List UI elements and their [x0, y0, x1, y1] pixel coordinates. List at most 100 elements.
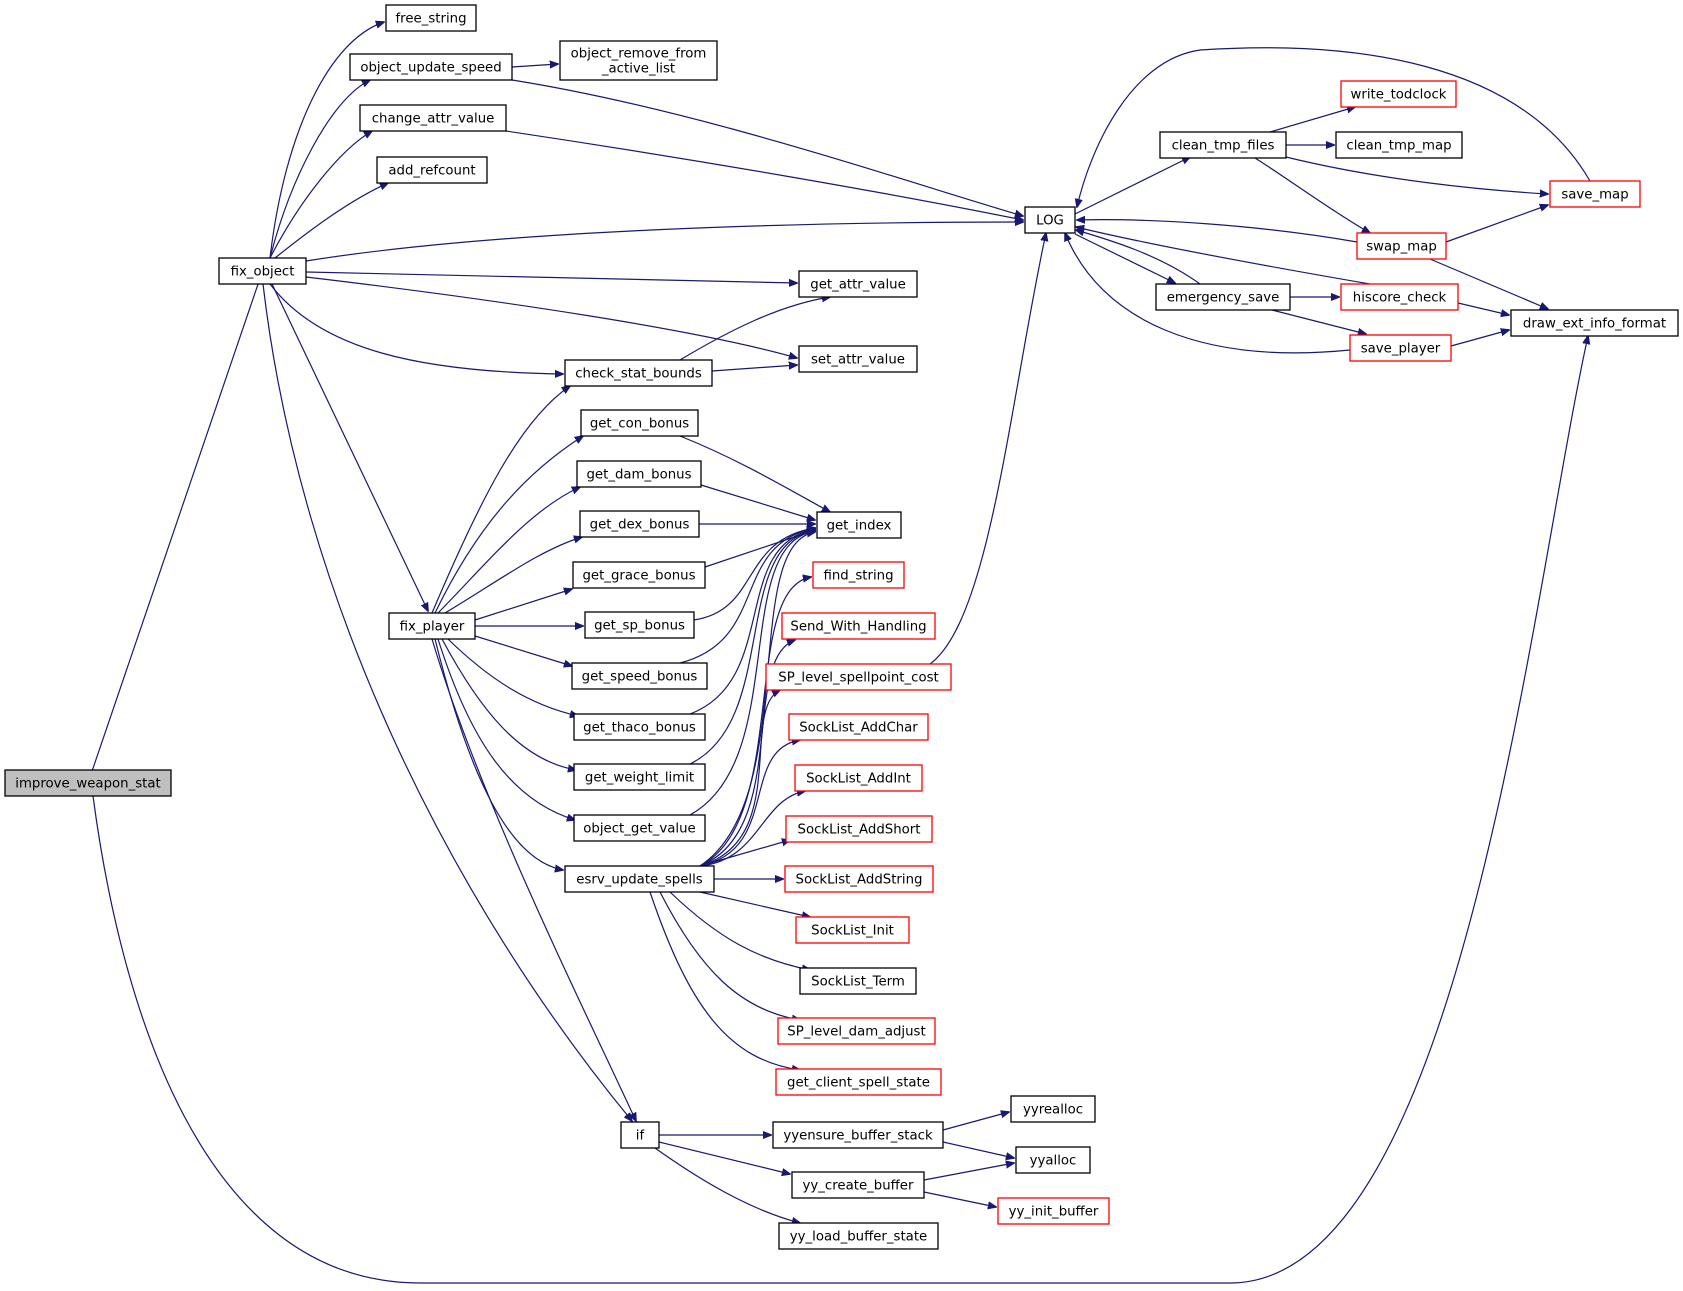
- node-save-map[interactable]: save_map: [1549, 180, 1641, 208]
- node-clean-tmp-files[interactable]: clean_tmp_files: [1159, 131, 1287, 159]
- node-fix-object[interactable]: fix_object: [218, 257, 307, 285]
- node-get-weight-limit[interactable]: get_weight_limit: [573, 763, 706, 791]
- node-box[interactable]: [781, 612, 936, 640]
- node-box[interactable]: [1010, 1095, 1096, 1123]
- node-object-remove-from-active-list[interactable]: object_remove_from_active_list: [559, 40, 718, 81]
- node-yyalloc[interactable]: yyalloc: [1015, 1146, 1091, 1174]
- node-box[interactable]: [1349, 334, 1452, 362]
- node-box[interactable]: [4, 769, 172, 797]
- node-box[interactable]: [559, 40, 718, 81]
- node-box[interactable]: [1024, 206, 1076, 234]
- node-box[interactable]: [571, 662, 708, 690]
- node-box[interactable]: [777, 1017, 936, 1045]
- node-box[interactable]: [1549, 180, 1641, 208]
- node-box[interactable]: [816, 511, 902, 539]
- node-send-with-handling[interactable]: Send_With_Handling: [781, 612, 936, 640]
- node-find-string[interactable]: find_string: [812, 561, 905, 589]
- node-box[interactable]: [812, 561, 905, 589]
- node-improve-weapon-stat[interactable]: improve_weapon_stat: [4, 769, 172, 797]
- node-socklist-addchar[interactable]: SockList_AddChar: [788, 713, 929, 741]
- node-box[interactable]: [1015, 1146, 1091, 1174]
- node-box[interactable]: [359, 104, 507, 132]
- node-get-grace-bonus[interactable]: get_grace_bonus: [572, 561, 706, 589]
- node-box[interactable]: [1335, 131, 1463, 159]
- node-object-get-value[interactable]: object_get_value: [573, 814, 706, 842]
- node-yy-load-buffer-state[interactable]: yy_load_buffer_state: [778, 1222, 939, 1250]
- node-write-todclock[interactable]: write_todclock: [1340, 80, 1457, 108]
- node-box[interactable]: [573, 814, 706, 842]
- node-box[interactable]: [576, 460, 702, 488]
- node-hiscore-check[interactable]: hiscore_check: [1340, 283, 1459, 311]
- node-box[interactable]: [572, 561, 706, 589]
- node-fix-player[interactable]: fix_player: [388, 612, 476, 640]
- node-box[interactable]: [997, 1197, 1110, 1225]
- node-log[interactable]: LOG: [1024, 206, 1076, 234]
- node-box[interactable]: [1340, 283, 1459, 311]
- node-box[interactable]: [765, 663, 952, 691]
- node-socklist-init[interactable]: SockList_Init: [795, 916, 910, 944]
- node-get-con-bonus[interactable]: get_con_bonus: [580, 409, 699, 437]
- node-get-dam-bonus[interactable]: get_dam_bonus: [576, 460, 702, 488]
- node-box[interactable]: [564, 865, 715, 893]
- node-box[interactable]: [1155, 283, 1291, 311]
- node-get-sp-bonus[interactable]: get_sp_bonus: [584, 611, 695, 639]
- node-box[interactable]: [794, 764, 923, 792]
- node-get-attr-value[interactable]: get_attr_value: [798, 270, 918, 298]
- node-box[interactable]: [1510, 309, 1679, 337]
- node-box[interactable]: [1159, 131, 1287, 159]
- node-box[interactable]: [573, 713, 706, 741]
- node-box[interactable]: [778, 1222, 939, 1250]
- node-box[interactable]: [791, 1171, 925, 1199]
- node-box[interactable]: [580, 409, 699, 437]
- node-box[interactable]: [376, 156, 488, 184]
- node-get-client-spell-state[interactable]: get_client_spell_state: [775, 1068, 942, 1096]
- node-clean-tmp-map[interactable]: clean_tmp_map: [1335, 131, 1463, 159]
- node-get-speed-bonus[interactable]: get_speed_bonus: [571, 662, 708, 690]
- node-box[interactable]: [784, 865, 934, 893]
- node-box[interactable]: [1340, 80, 1457, 108]
- node-get-dex-bonus[interactable]: get_dex_bonus: [579, 510, 700, 538]
- node-box[interactable]: [584, 611, 695, 639]
- node-get-thaco-bonus[interactable]: get_thaco_bonus: [573, 713, 706, 741]
- node-yy-init-buffer[interactable]: yy_init_buffer: [997, 1197, 1110, 1225]
- node-box[interactable]: [573, 763, 706, 791]
- node-sp-level-spellpoint-cost[interactable]: SP_level_spellpoint_cost: [765, 663, 952, 691]
- node-socklist-addint[interactable]: SockList_AddInt: [794, 764, 923, 792]
- node-change-attr-value[interactable]: change_attr_value: [359, 104, 507, 132]
- node-box[interactable]: [579, 510, 700, 538]
- node-box[interactable]: [564, 359, 713, 387]
- node-draw-ext-info-format[interactable]: draw_ext_info_format: [1510, 309, 1679, 337]
- node-box[interactable]: [620, 1121, 660, 1149]
- node-box[interactable]: [388, 612, 476, 640]
- node-yy-create-buffer[interactable]: yy_create_buffer: [791, 1171, 925, 1199]
- node-box[interactable]: [798, 345, 918, 373]
- node-free-string[interactable]: free_string: [385, 4, 477, 32]
- node-box[interactable]: [1356, 232, 1447, 260]
- node-if[interactable]: if: [620, 1121, 660, 1149]
- node-check-stat-bounds[interactable]: check_stat_bounds: [564, 359, 713, 387]
- node-emergency-save[interactable]: emergency_save: [1155, 283, 1291, 311]
- node-socklist-term[interactable]: SockList_Term: [799, 967, 917, 995]
- node-object-update-speed[interactable]: object_update_speed: [349, 53, 513, 81]
- node-box[interactable]: [218, 257, 307, 285]
- node-yyrealloc[interactable]: yyrealloc: [1010, 1095, 1096, 1123]
- node-add-refcount[interactable]: add_refcount: [376, 156, 488, 184]
- node-swap-map[interactable]: swap_map: [1356, 232, 1447, 260]
- node-esrv-update-spells[interactable]: esrv_update_spells: [564, 865, 715, 893]
- node-save-player[interactable]: save_player: [1349, 334, 1452, 362]
- node-box[interactable]: [385, 4, 477, 32]
- node-box[interactable]: [772, 1121, 944, 1149]
- node-get-index[interactable]: get_index: [816, 511, 902, 539]
- node-sp-level-dam-adjust[interactable]: SP_level_dam_adjust: [777, 1017, 936, 1045]
- node-box[interactable]: [798, 270, 918, 298]
- node-socklist-addstring[interactable]: SockList_AddString: [784, 865, 934, 893]
- node-box[interactable]: [349, 53, 513, 81]
- node-box[interactable]: [788, 713, 929, 741]
- node-box[interactable]: [795, 916, 910, 944]
- node-box[interactable]: [785, 815, 933, 843]
- node-box[interactable]: [799, 967, 917, 995]
- node-socklist-addshort[interactable]: SockList_AddShort: [785, 815, 933, 843]
- node-box[interactable]: [775, 1068, 942, 1096]
- node-yyensure-buffer-stack[interactable]: yyensure_buffer_stack: [772, 1121, 944, 1149]
- node-set-attr-value[interactable]: set_attr_value: [798, 345, 918, 373]
